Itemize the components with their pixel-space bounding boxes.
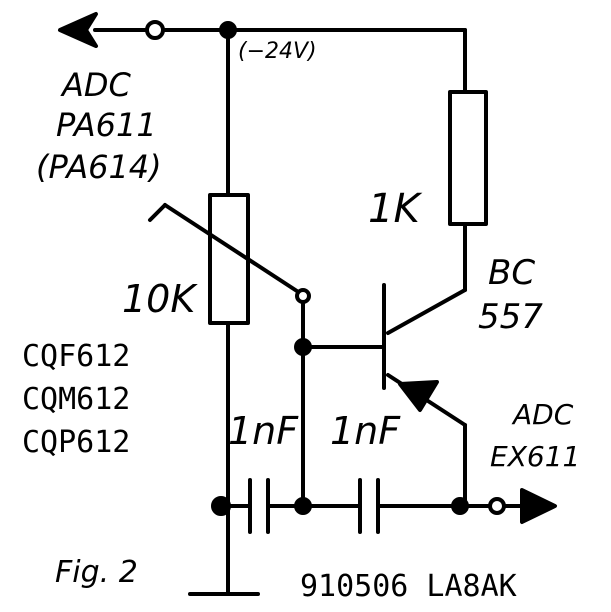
adc-out-line1: ADC	[511, 398, 574, 431]
capacitor-right-label: 1nF	[330, 409, 401, 453]
supply-arrow-icon	[58, 12, 98, 48]
figure-label: Fig. 2	[55, 555, 138, 590]
supply-voltage-label: (−24V)	[238, 39, 317, 64]
output-junction-dot	[451, 497, 469, 515]
adc-top-line3: (PA614)	[36, 148, 162, 186]
output-arrow-icon	[520, 488, 557, 524]
supply-terminal-icon	[145, 20, 165, 40]
capacitor-left-label: 1nF	[228, 409, 299, 453]
part-number-3: CQP612	[22, 425, 130, 460]
potentiometer-body	[208, 193, 250, 325]
transistor-type-line2: 557	[478, 297, 543, 337]
transistor-type-line1: BC	[488, 253, 535, 293]
pot-wiper-end	[148, 203, 167, 222]
adc-top-line2: PA611	[56, 106, 157, 144]
collector-wire	[386, 288, 467, 335]
adc-top-line1: ADC	[60, 66, 132, 104]
resistor-1k-label: 1K	[368, 186, 422, 232]
output-terminal-icon	[488, 497, 506, 515]
emitter-arrow-icon	[398, 380, 439, 412]
pot-wiper-line	[163, 203, 305, 297]
part-number-2: CQM612	[22, 382, 130, 417]
author-tag: 910506 LA8AK	[300, 569, 517, 604]
part-number-1: CQF612	[22, 339, 130, 374]
adc-out-line2: EX611	[490, 440, 580, 473]
mid-junction-dot	[294, 497, 312, 515]
resistor-1k-body	[448, 90, 488, 226]
pot-value-label: 10K	[122, 277, 198, 321]
